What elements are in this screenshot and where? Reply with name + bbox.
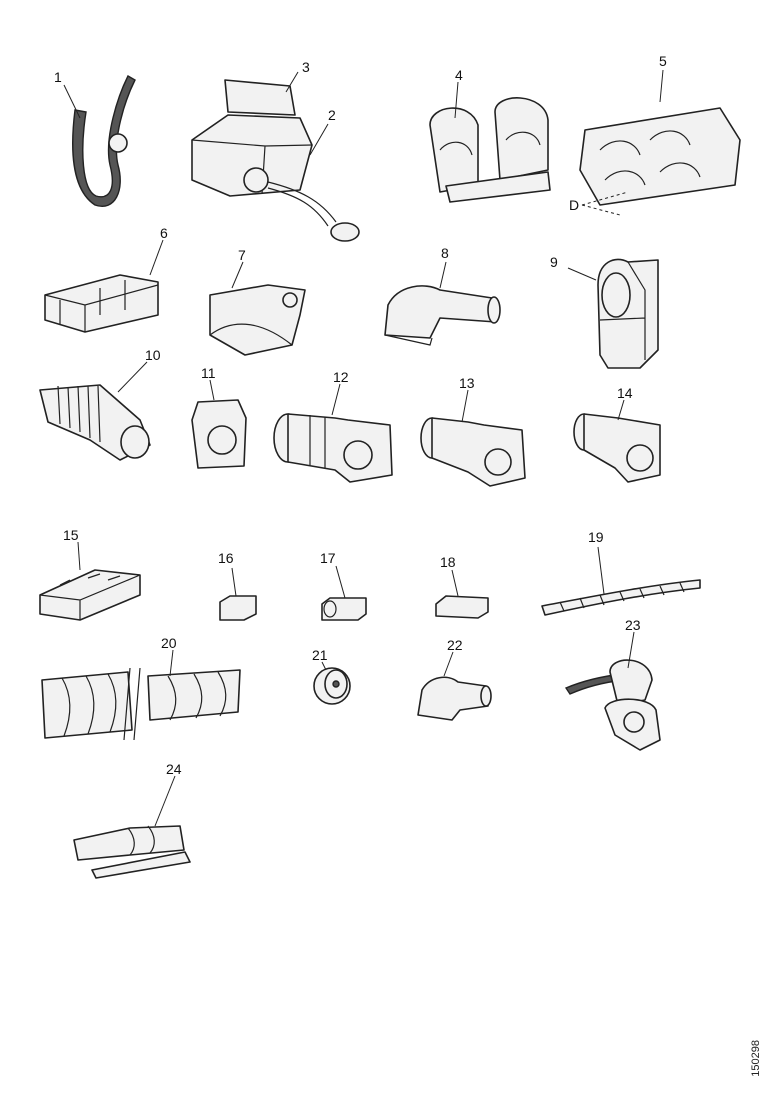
part-19-spiral-wrap: 19 bbox=[541, 529, 701, 616]
part-11-grommet: 11 bbox=[191, 365, 247, 469]
part-6-holder-block: 6 bbox=[44, 225, 168, 333]
part-16-insert: 16 bbox=[218, 550, 257, 621]
callout-18: 18 bbox=[440, 554, 456, 570]
part-4-double-clip: 4 bbox=[429, 67, 551, 203]
callout-21: 21 bbox=[312, 647, 328, 663]
part-7-bracket: 7 bbox=[209, 247, 306, 356]
callout-22: 22 bbox=[447, 637, 463, 653]
part-18-insert: 18 bbox=[435, 554, 489, 619]
callout-10: 10 bbox=[145, 347, 161, 363]
callout-20: 20 bbox=[161, 635, 177, 651]
callout-15: 15 bbox=[63, 527, 79, 543]
callout-1: 1 bbox=[54, 69, 62, 85]
callout-8: 8 bbox=[441, 245, 449, 261]
part-12-connector: 12 bbox=[273, 369, 393, 483]
part-5-multi-clip: D 5 bbox=[569, 53, 741, 216]
part-8-boot: 8 bbox=[384, 245, 501, 346]
part-24-sleeve-clip: 24 bbox=[73, 761, 191, 879]
part-15-terminal-block: 15 bbox=[39, 527, 141, 621]
callout-12: 12 bbox=[333, 369, 349, 385]
part-10-corrugated-connector: 10 bbox=[39, 347, 161, 461]
dimension-label-d: D bbox=[569, 197, 579, 213]
part-3-junction-box: 3 bbox=[191, 59, 313, 197]
part-17-insert: 17 bbox=[320, 550, 367, 621]
part-9-cover: 9 bbox=[550, 254, 659, 369]
part-20-split-sleeve: 20 bbox=[41, 635, 241, 741]
callout-9: 9 bbox=[550, 254, 558, 270]
callout-23: 23 bbox=[625, 617, 641, 633]
part-1-cable-tie: 1 bbox=[54, 69, 136, 207]
callout-6: 6 bbox=[160, 225, 168, 241]
callout-5: 5 bbox=[659, 53, 667, 69]
callout-3: 3 bbox=[302, 59, 310, 75]
callout-11: 11 bbox=[201, 365, 216, 381]
callout-13: 13 bbox=[459, 375, 475, 391]
callout-16: 16 bbox=[218, 550, 234, 566]
part-14-connector: 14 bbox=[573, 385, 661, 483]
callout-7: 7 bbox=[238, 247, 246, 263]
part-13-connector: 13 bbox=[420, 375, 526, 487]
part-23-clip-with-tie: 23 bbox=[564, 617, 661, 751]
callout-14: 14 bbox=[617, 385, 633, 401]
part-21-plug: 21 bbox=[312, 647, 351, 705]
callout-4: 4 bbox=[455, 67, 463, 83]
callout-24: 24 bbox=[166, 761, 182, 777]
callout-2: 2 bbox=[328, 107, 336, 123]
callout-19: 19 bbox=[588, 529, 604, 545]
part-22-boot: 22 bbox=[417, 637, 492, 721]
part-2-grommet-lead: 2 bbox=[243, 107, 360, 242]
callout-17: 17 bbox=[320, 550, 336, 566]
reference-code: 150298 bbox=[750, 1040, 762, 1077]
